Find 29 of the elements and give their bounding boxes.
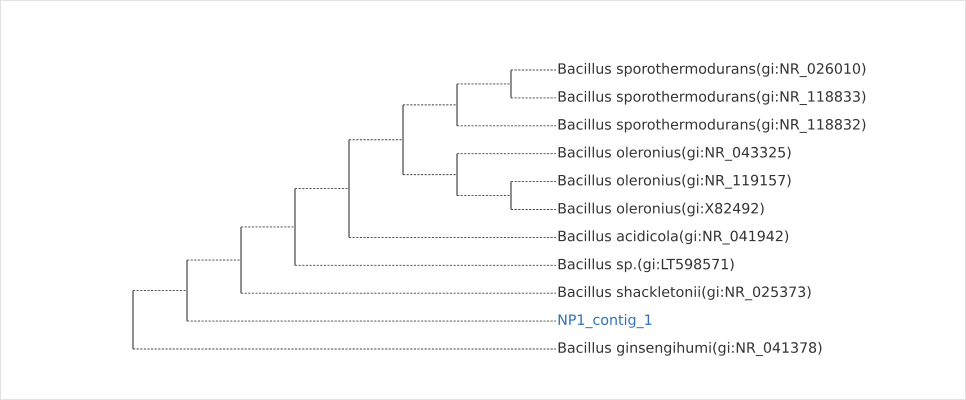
branch-line: [186, 260, 241, 261]
leaf-label: Bacillus oleronius(gi:NR_119157): [558, 174, 791, 189]
branch-line: [456, 125, 556, 126]
branch-line: [348, 236, 556, 238]
leaf-label: Bacillus ginsengihumi(gi:NR_041378): [558, 342, 822, 356]
branch-line: [456, 195, 511, 196]
branch-line: [510, 209, 556, 210]
leaf-label: NP1_contig_1: [558, 314, 652, 328]
leaf-label: Bacillus sporothermodurans(gi:NR_118833): [558, 90, 866, 105]
leaf-label: Bacillus sp.(gi:LT598571): [558, 258, 734, 272]
branch-line: [132, 290, 187, 292]
leaf-label: Bacillus oleronius(gi:NR_043325): [558, 146, 791, 161]
branch-line: [294, 264, 556, 266]
branch-line: [186, 320, 556, 322]
leaf-label: Bacillus sporothermodurans(gi:NR_026010): [558, 62, 866, 78]
branch-line: [402, 104, 457, 106]
branch-line: [240, 292, 556, 294]
branch-line: [402, 174, 457, 176]
branch-line: [240, 226, 295, 228]
branch-line: [348, 139, 403, 140]
branch-line: [510, 97, 556, 98]
branch-line: [510, 181, 556, 182]
branch-line: [294, 188, 349, 190]
leaf-label: Bacillus oleronius(gi:X82492): [558, 202, 764, 216]
leaf-label: Bacillus sporothermodurans(gi:NR_118832): [558, 118, 866, 133]
leaf-label: Bacillus acidicola(gi:NR_041942): [558, 230, 788, 244]
branch-line: [132, 348, 556, 350]
leaf-label: Bacillus shackletonii(gi:NR_025373): [558, 286, 811, 300]
branch-line: [456, 153, 556, 154]
